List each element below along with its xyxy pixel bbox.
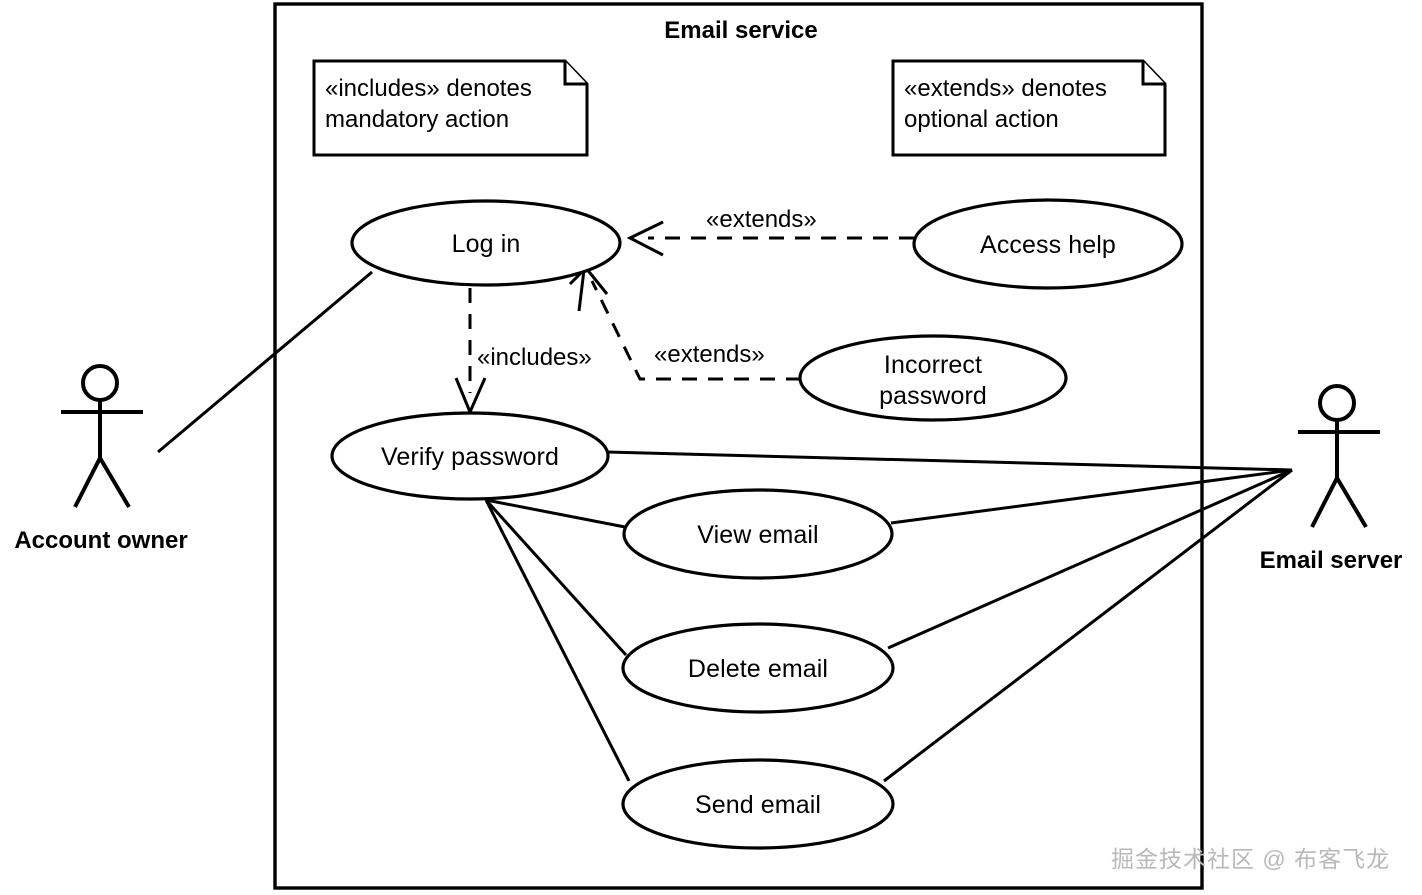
- boundary-title: Email service: [664, 17, 818, 44]
- extends-incorrect-password-to-login: [590, 280, 801, 381]
- watermark: 掘金技术社区 @ 布客飞龙: [1111, 846, 1391, 872]
- actor-email-server-leg-left: [1310, 477, 1339, 528]
- use-case-verify-password-label: Verify password: [381, 443, 559, 471]
- note-extends-fold-icon: [1141, 61, 1165, 86]
- use-case-delete-email-label: Delete email: [687, 655, 829, 683]
- association-send-email-to-email-server: [883, 468, 1293, 783]
- actor-email-server-leg-right: [1335, 476, 1368, 529]
- use-case-access-help[interactable]: [912, 198, 1184, 290]
- note-extends-shape: [891, 59, 1167, 157]
- actor-account-owner-leg-left: [73, 457, 102, 508]
- association-verify-to-delete-email: [484, 498, 628, 657]
- includes-verify-label: «includes»: [477, 344, 592, 371]
- note-includes-fold-icon: [563, 61, 587, 86]
- use-case-view-email-label: View email: [697, 521, 819, 549]
- actor-email-server-head-icon: [1318, 384, 1356, 422]
- use-case-log-in-label: Log in: [451, 230, 521, 258]
- use-case-delete-email[interactable]: [621, 622, 895, 714]
- note-extends-line1: «extends» denotes: [904, 75, 1107, 102]
- extends-incorrect-password-label: «extends»: [654, 341, 765, 368]
- actor-account-owner-leg-right: [98, 456, 131, 509]
- actor-email-server-figure[interactable]: [1298, 384, 1380, 529]
- association-view-email-to-email-server: [890, 468, 1293, 525]
- use-case-send-email[interactable]: [621, 758, 895, 850]
- note-includes-shape: [312, 59, 589, 157]
- use-case-access-help-label: Access help: [980, 231, 1116, 259]
- arrowhead-extends-incorrect-password-stem: [577, 269, 586, 312]
- association-verify-to-view-email: [485, 498, 626, 529]
- note-extends-line2: optional action: [904, 106, 1059, 133]
- actor-account-owner-label: Account owner: [14, 527, 188, 554]
- system-boundary-box: [273, 2, 1204, 890]
- association-verify-to-send-email: [484, 499, 631, 782]
- actor-account-owner-head-icon: [81, 364, 119, 402]
- use-case-view-email[interactable]: [622, 488, 894, 580]
- use-case-incorrect-password-label-line2: password: [879, 382, 987, 410]
- actor-account-owner-figure[interactable]: [61, 364, 143, 509]
- association-verify-to-email-server: [605, 450, 1293, 472]
- association-account-owner-login: [157, 270, 373, 454]
- arrowhead-includes-verify: [454, 377, 487, 416]
- use-case-incorrect-password-label-line1: Incorrect: [883, 351, 983, 379]
- association-delete-email-to-email-server: [887, 468, 1293, 650]
- arrowhead-extends-access-help: [626, 220, 664, 257]
- use-case-incorrect-password[interactable]: [798, 334, 1068, 422]
- note-includes-line1: «includes» denotes: [325, 75, 532, 102]
- use-case-log-in[interactable]: [350, 199, 622, 287]
- use-case-send-email-label: Send email: [694, 791, 822, 819]
- actor-email-server-label: Email server: [1259, 547, 1403, 574]
- note-includes-line2: mandatory action: [325, 106, 510, 133]
- extends-access-help-label: «extends»: [706, 206, 817, 233]
- use-case-verify-password[interactable]: [330, 411, 610, 501]
